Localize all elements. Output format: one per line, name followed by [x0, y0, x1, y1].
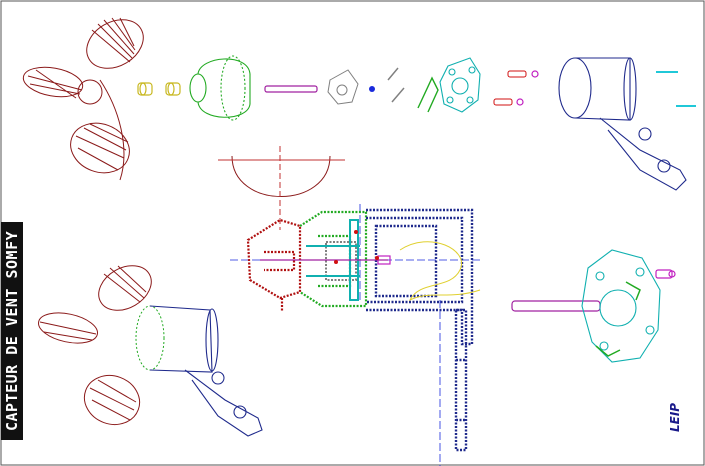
- drawing-title: CAPTEUR DE VENT SOMFY: [1, 222, 23, 440]
- ball-bearing: [369, 86, 375, 92]
- centerlines: [230, 204, 480, 466]
- red-markers: [334, 230, 379, 264]
- gray-core-section: [325, 241, 357, 281]
- assembled-housing-arm: [149, 305, 263, 437]
- contact-spring-green: [417, 76, 439, 113]
- propeller-exploded: [22, 17, 144, 181]
- bushings-yellow: [137, 82, 181, 96]
- screw-heads-magenta: [516, 70, 539, 106]
- assembled-cup-green: [135, 305, 165, 371]
- housing-arm-exploded: [558, 57, 687, 191]
- author-logo: LEIP: [668, 402, 682, 432]
- shaft-exploded: [264, 85, 318, 93]
- propeller-assembled: [38, 265, 152, 426]
- screws-red: [493, 70, 527, 106]
- propeller-hub-section: [246, 218, 302, 312]
- pins-gray: [387, 67, 405, 103]
- bracket-gray: [327, 69, 359, 105]
- assembled-rotor: [581, 249, 661, 363]
- screws-cyan: [656, 71, 696, 107]
- rotor-disk-cyan: [439, 57, 481, 113]
- inner-axis-magenta: [260, 255, 391, 265]
- assembled-contacts-green: [595, 281, 641, 357]
- contact-wire-yellow: [399, 241, 481, 302]
- assembled-shaft: [511, 300, 601, 312]
- cup-section: [218, 146, 345, 230]
- hub-cup-green: [189, 55, 251, 121]
- assembled-screws: [655, 269, 676, 279]
- housing-section: [366, 208, 474, 452]
